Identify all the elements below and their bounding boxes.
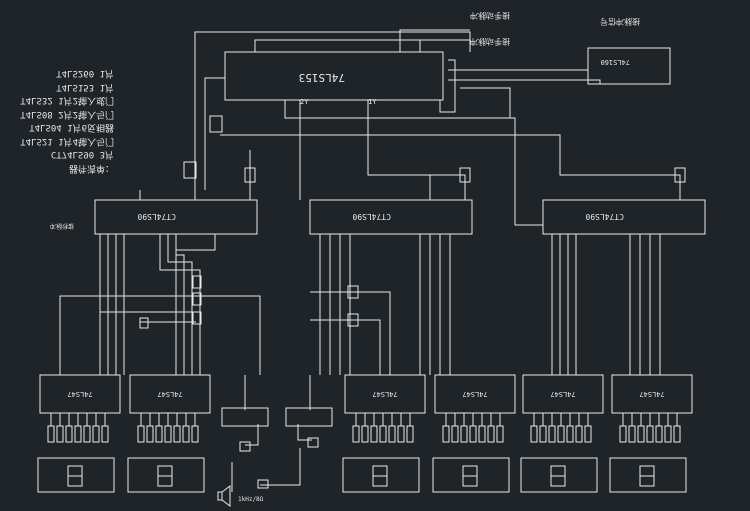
resistor	[619, 425, 627, 443]
resistor	[584, 425, 592, 443]
decoder-2-box	[129, 374, 211, 414]
resistor	[628, 425, 636, 443]
resistor	[655, 425, 663, 443]
decoder-4-label: 74LS47	[462, 390, 487, 398]
resistor	[92, 425, 100, 443]
decoder-4-box	[434, 374, 516, 414]
resistor	[182, 425, 190, 443]
seven-seg-display	[520, 457, 598, 493]
resistor	[442, 425, 450, 443]
decoder-6-box	[611, 374, 693, 414]
seven-seg-display	[609, 457, 687, 493]
note-manual-pulse-2: 接手动脉冲	[470, 37, 510, 46]
resistor	[406, 425, 414, 443]
seven-seg-display	[127, 457, 205, 493]
resistor	[460, 425, 468, 443]
resistor	[673, 425, 681, 443]
speaker-label: 1kHz/8Ω	[238, 496, 264, 503]
parts-item: CT74LS90 3片	[50, 149, 114, 160]
clock-chip-box	[587, 47, 671, 85]
seven-seg-display	[37, 457, 115, 493]
resistor	[575, 425, 583, 443]
resistor	[47, 425, 55, 443]
resistor	[487, 425, 495, 443]
resistor	[637, 425, 645, 443]
resistor	[56, 425, 64, 443]
note-second-pulse: 接秒脉冲	[50, 222, 75, 229]
resistor	[646, 425, 654, 443]
resistor	[101, 425, 109, 443]
resistor	[164, 425, 172, 443]
mux-chip-label: 74LS153	[299, 71, 345, 84]
resistor	[496, 425, 504, 443]
bcd-counter-3-label: CT74LS90	[585, 212, 624, 221]
mux-pin-1y: 1Y	[368, 98, 377, 106]
resistor	[173, 425, 181, 443]
resistor	[388, 425, 396, 443]
resistor	[397, 425, 405, 443]
resistor	[451, 425, 459, 443]
parts-item: T4LS260 1片	[56, 68, 114, 79]
resistor	[530, 425, 538, 443]
decoder-3-label: 74LS47	[372, 390, 397, 398]
clock-chip-label: 74LS160	[600, 58, 630, 66]
parts-item: T4LS08 2片2输入与门	[20, 109, 114, 119]
bcd-counter-1-label: CT74LS90	[137, 212, 176, 221]
resistor	[469, 425, 477, 443]
note-manual-pulse-1: 接手动脉冲	[470, 11, 510, 20]
resistor	[155, 425, 163, 443]
decoder-5-label: 74LS47	[550, 390, 575, 398]
parts-item: T4LS32 1片2输入或门	[20, 95, 114, 106]
resistor	[191, 425, 199, 443]
parts-item: T4LS153 1片	[56, 82, 114, 92]
resistor	[361, 425, 369, 443]
note-clock-signal: 接脉冲信号	[600, 17, 640, 26]
decoder-5-box	[522, 374, 604, 414]
decoder-3-box	[344, 374, 426, 414]
resistor	[370, 425, 378, 443]
mux-pin-2y: 2Y	[300, 98, 309, 106]
mux-chip-box	[224, 51, 444, 101]
seven-seg-display	[342, 457, 420, 493]
decoder-6-label: 74LS47	[639, 390, 664, 398]
resistor	[548, 425, 556, 443]
parts-item: T4LS04 1片6反相器	[29, 122, 114, 133]
bcd-counter-3-box	[542, 199, 706, 235]
seven-seg-display	[432, 457, 510, 493]
resistor	[352, 425, 360, 443]
resistor	[83, 425, 91, 443]
decoder-1-box	[39, 374, 121, 414]
decoder-2-label: 74LS47	[157, 390, 182, 398]
parts-list: 器件清单： CT74LS90 3片 T4LS21 1片4输入与门 T4LS04 …	[0, 66, 120, 174]
resistor	[65, 425, 73, 443]
parts-item: T4LS21 1片4输入与门	[20, 136, 114, 146]
resistor	[146, 425, 154, 443]
resistor	[379, 425, 387, 443]
bcd-counter-2-label: CT74LS90	[352, 212, 391, 221]
resistor	[566, 425, 574, 443]
resistor	[664, 425, 672, 443]
parts-list-title: 器件清单：	[68, 163, 114, 173]
decoder-1-label: 74LS47	[67, 390, 92, 398]
resistor	[557, 425, 565, 443]
bcd-counter-2-box	[309, 199, 473, 235]
resistor	[74, 425, 82, 443]
resistor	[478, 425, 486, 443]
resistor	[137, 425, 145, 443]
resistor	[539, 425, 547, 443]
